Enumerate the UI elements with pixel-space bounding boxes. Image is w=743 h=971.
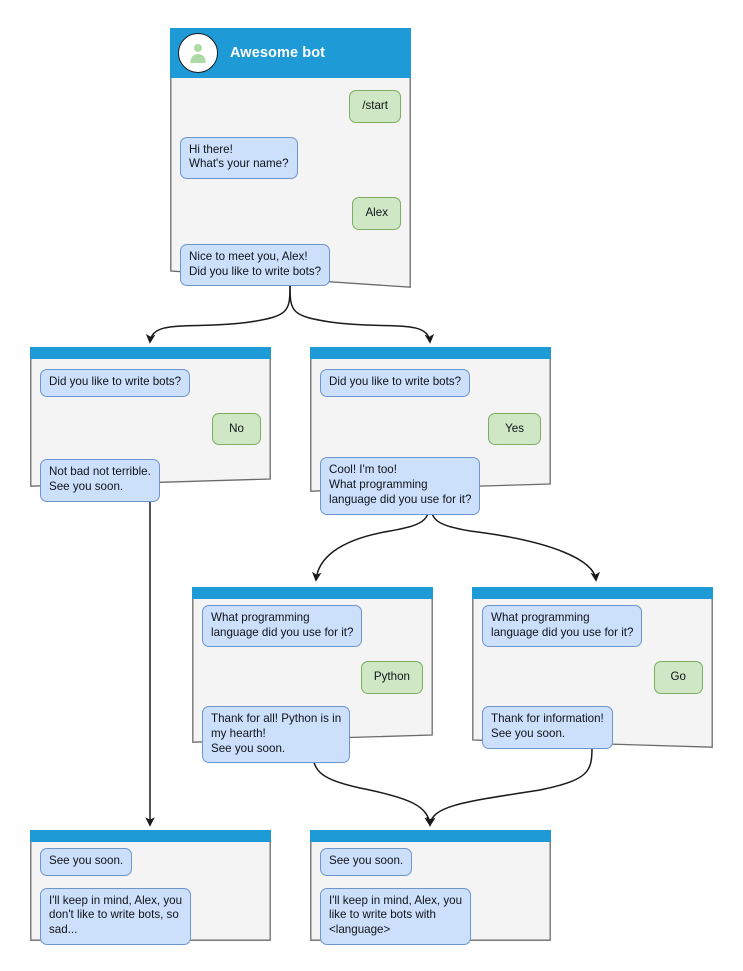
- message-row: Go: [482, 661, 703, 695]
- bot-message-bubble[interactable]: Cool! I'm too! What programming language…: [320, 457, 481, 515]
- message-row: I'll keep in mind, Alex, you don't like …: [40, 887, 261, 945]
- node-titlebar: [192, 587, 433, 599]
- chat-node-root[interactable]: Awesome bot /start Hi there! What's your…: [170, 28, 411, 288]
- bot-message-bubble[interactable]: What programming language did you use fo…: [482, 605, 643, 648]
- person-avatar-icon: [178, 33, 218, 73]
- chat-node-python-branch[interactable]: What programming language did you use fo…: [192, 587, 433, 764]
- node-titlebar: [30, 830, 271, 842]
- message-row: Thank for all! Python is in my hearth! S…: [202, 706, 423, 764]
- chat-node-end-sad[interactable]: See you soon. I'll keep in mind, Alex, y…: [30, 830, 271, 945]
- bot-name-label: Awesome bot: [230, 45, 326, 61]
- message-row: Did you like to write bots?: [40, 369, 261, 397]
- chat-body-no-branch: Did you like to write bots? No Not bad n…: [30, 359, 271, 502]
- node-titlebar: [310, 830, 551, 842]
- bot-message-bubble[interactable]: Not bad not terrible. See you soon.: [40, 459, 160, 502]
- chat-body-end-happy: See you soon. I'll keep in mind, Alex, y…: [310, 842, 551, 945]
- chat-node-end-happy[interactable]: See you soon. I'll keep in mind, Alex, y…: [310, 830, 551, 945]
- chat-node-go-branch[interactable]: What programming language did you use fo…: [472, 587, 713, 749]
- node-titlebar: [310, 347, 551, 359]
- message-row: See you soon.: [320, 848, 541, 876]
- message-row: Python: [202, 661, 423, 695]
- node-titlebar: [30, 347, 271, 359]
- bot-message-bubble[interactable]: I'll keep in mind, Alex, you like to wri…: [320, 887, 472, 945]
- message-row: What programming language did you use fo…: [202, 605, 423, 648]
- chat-body-go-branch: What programming language did you use fo…: [472, 599, 713, 749]
- user-message-bubble[interactable]: Go: [653, 661, 703, 695]
- user-message-bubble[interactable]: /start: [349, 90, 401, 123]
- message-row: No: [40, 412, 261, 446]
- user-message-bubble[interactable]: Python: [360, 661, 423, 695]
- message-row: I'll keep in mind, Alex, you like to wri…: [320, 887, 541, 945]
- chat-body-yes-branch: Did you like to write bots? Yes Cool! I'…: [310, 359, 551, 515]
- message-row: /start: [180, 90, 401, 123]
- chat-node-yes-branch[interactable]: Did you like to write bots? Yes Cool! I'…: [310, 347, 551, 515]
- message-row: Nice to meet you, Alex! Did you like to …: [180, 243, 401, 287]
- bot-message-bubble[interactable]: I'll keep in mind, Alex, you don't like …: [40, 887, 192, 945]
- bot-message-bubble[interactable]: Did you like to write bots?: [40, 369, 191, 397]
- message-row: Did you like to write bots?: [320, 369, 541, 397]
- user-message-bubble[interactable]: No: [212, 412, 261, 446]
- chat-body-python-branch: What programming language did you use fo…: [192, 599, 433, 764]
- message-row: Hi there! What's your name?: [180, 136, 401, 180]
- node-titlebar: [472, 587, 713, 599]
- bot-message-bubble[interactable]: See you soon.: [320, 848, 413, 876]
- bot-message-bubble[interactable]: Thank for all! Python is in my hearth! S…: [202, 706, 351, 764]
- bot-message-bubble[interactable]: Nice to meet you, Alex! Did you like to …: [180, 243, 331, 287]
- message-row: Thank for information! See you soon.: [482, 706, 703, 749]
- message-row: What programming language did you use fo…: [482, 605, 703, 648]
- message-row: Alex: [180, 197, 401, 230]
- message-row: Yes: [320, 412, 541, 446]
- user-message-bubble[interactable]: Yes: [488, 412, 541, 446]
- message-row: Cool! I'm too! What programming language…: [320, 457, 541, 515]
- chat-body-root: /start Hi there! What's your name? Alex …: [170, 78, 411, 287]
- chat-node-no-branch[interactable]: Did you like to write bots? No Not bad n…: [30, 347, 271, 502]
- chat-body-end-sad: See you soon. I'll keep in mind, Alex, y…: [30, 842, 271, 945]
- message-row: Not bad not terrible. See you soon.: [40, 459, 261, 502]
- user-message-bubble[interactable]: Alex: [352, 197, 401, 230]
- bot-message-bubble[interactable]: Hi there! What's your name?: [180, 136, 298, 180]
- node-titlebar-root: Awesome bot: [170, 28, 411, 78]
- bot-message-bubble[interactable]: What programming language did you use fo…: [202, 605, 363, 648]
- bot-message-bubble[interactable]: See you soon.: [40, 848, 133, 876]
- bot-message-bubble[interactable]: Thank for information! See you soon.: [482, 706, 613, 749]
- message-row: See you soon.: [40, 848, 261, 876]
- bot-message-bubble[interactable]: Did you like to write bots?: [320, 369, 471, 397]
